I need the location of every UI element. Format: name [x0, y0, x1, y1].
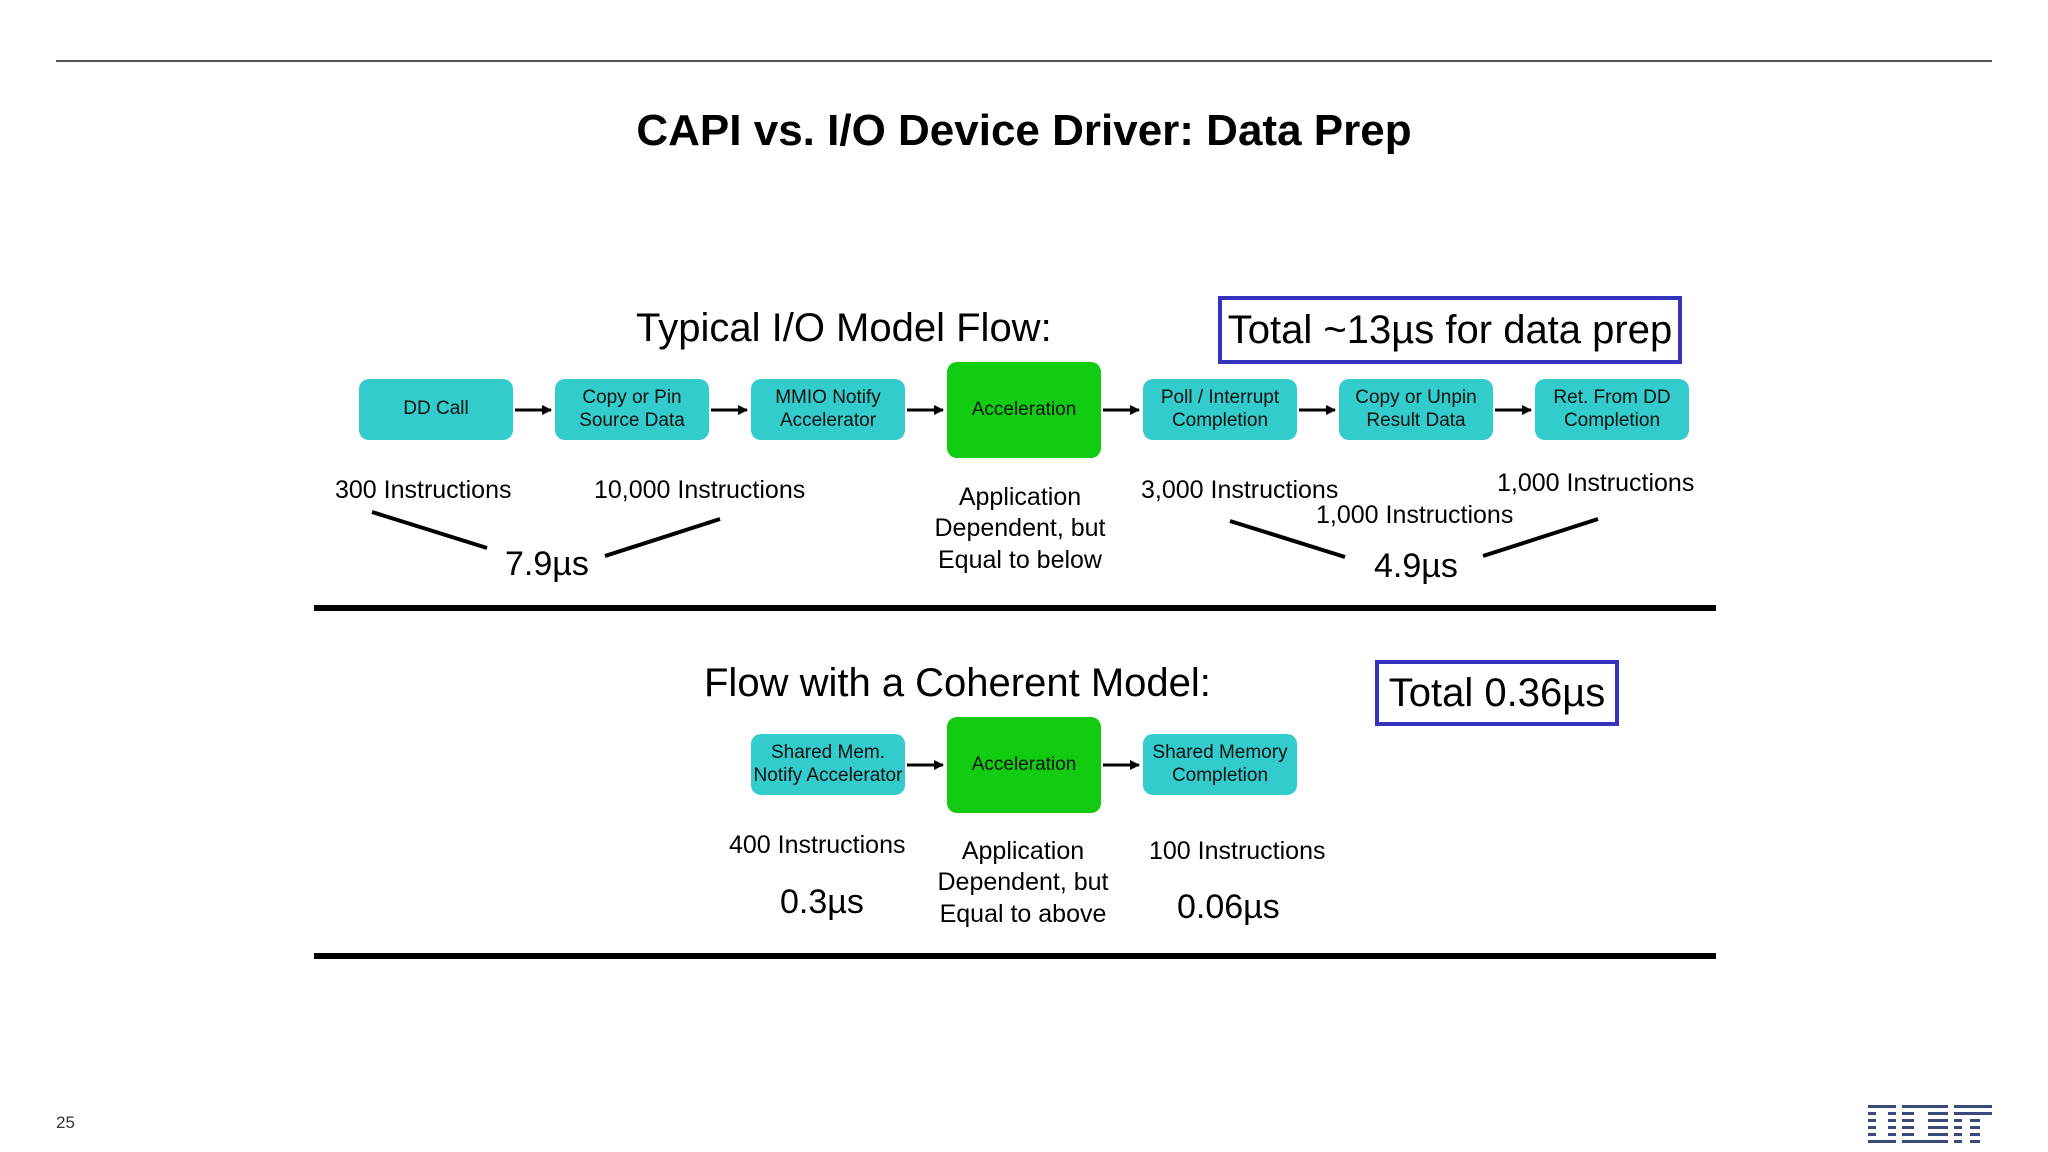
instr-poll: 3,000 Instructions: [1141, 476, 1339, 504]
time-completion: 0.06µs: [1177, 888, 1280, 926]
time-left: 7.9µs: [505, 545, 589, 583]
typical-accel-note: Application Dependent, but Equal to belo…: [934, 483, 1106, 574]
typical-total-box: Total ~13µs for data prep: [1218, 296, 1682, 364]
typical-total-label: Total ~13µs for data prep: [1227, 307, 1673, 352]
top-rule: [56, 60, 1992, 62]
instr-dd-call: 300 Instructions: [335, 476, 512, 504]
slide-title: CAPI vs. I/O Device Driver: Data Prep: [636, 106, 1412, 155]
ibm-logo: [1868, 1105, 1992, 1143]
step-copy-pin-source: Copy or Pin Source Data: [555, 379, 709, 440]
time-notify: 0.3µs: [780, 883, 864, 921]
instr-ret: 1,000 Instructions: [1497, 469, 1695, 497]
bracket-left-b: [604, 517, 721, 558]
instr-completion: 100 Instructions: [1149, 837, 1326, 865]
step-dd-call: DD Call: [359, 379, 513, 440]
bracket-left-a: [371, 510, 488, 550]
step-mmio-notify: MMIO Notify Accelerator: [751, 379, 905, 440]
coherent-total-box: Total 0.36µs: [1375, 660, 1619, 726]
coherent-accel-note: Application Dependent, but Equal to abov…: [937, 837, 1109, 928]
coherent-heading: Flow with a Coherent Model:: [704, 661, 1211, 705]
step-shared-memory-completion: Shared Memory Completion: [1143, 734, 1297, 795]
bracket-right-a: [1229, 519, 1346, 559]
section-divider-top: [314, 605, 1716, 611]
bracket-right-b: [1482, 517, 1599, 558]
section-divider-bottom: [314, 953, 1716, 959]
step-ret-from-dd: Ret. From DD Completion: [1535, 379, 1689, 440]
step-shared-mem-notify: Shared Mem. Notify Accelerator: [751, 734, 905, 795]
step-coherent-acceleration: Acceleration: [947, 717, 1101, 813]
instr-copy-unpin: 1,000 Instructions: [1316, 501, 1514, 529]
instr-copy-pin: 10,000 Instructions: [594, 476, 806, 504]
page-number: 25: [56, 1113, 75, 1132]
instr-notify: 400 Instructions: [729, 831, 906, 859]
typical-heading: Typical I/O Model Flow:: [636, 306, 1052, 350]
step-copy-unpin-result: Copy or Unpin Result Data: [1339, 379, 1493, 440]
coherent-total-label: Total 0.36µs: [1388, 670, 1606, 715]
step-poll-interrupt: Poll / Interrupt Completion: [1143, 379, 1297, 440]
step-acceleration: Acceleration: [947, 362, 1101, 458]
time-right: 4.9µs: [1374, 547, 1458, 585]
